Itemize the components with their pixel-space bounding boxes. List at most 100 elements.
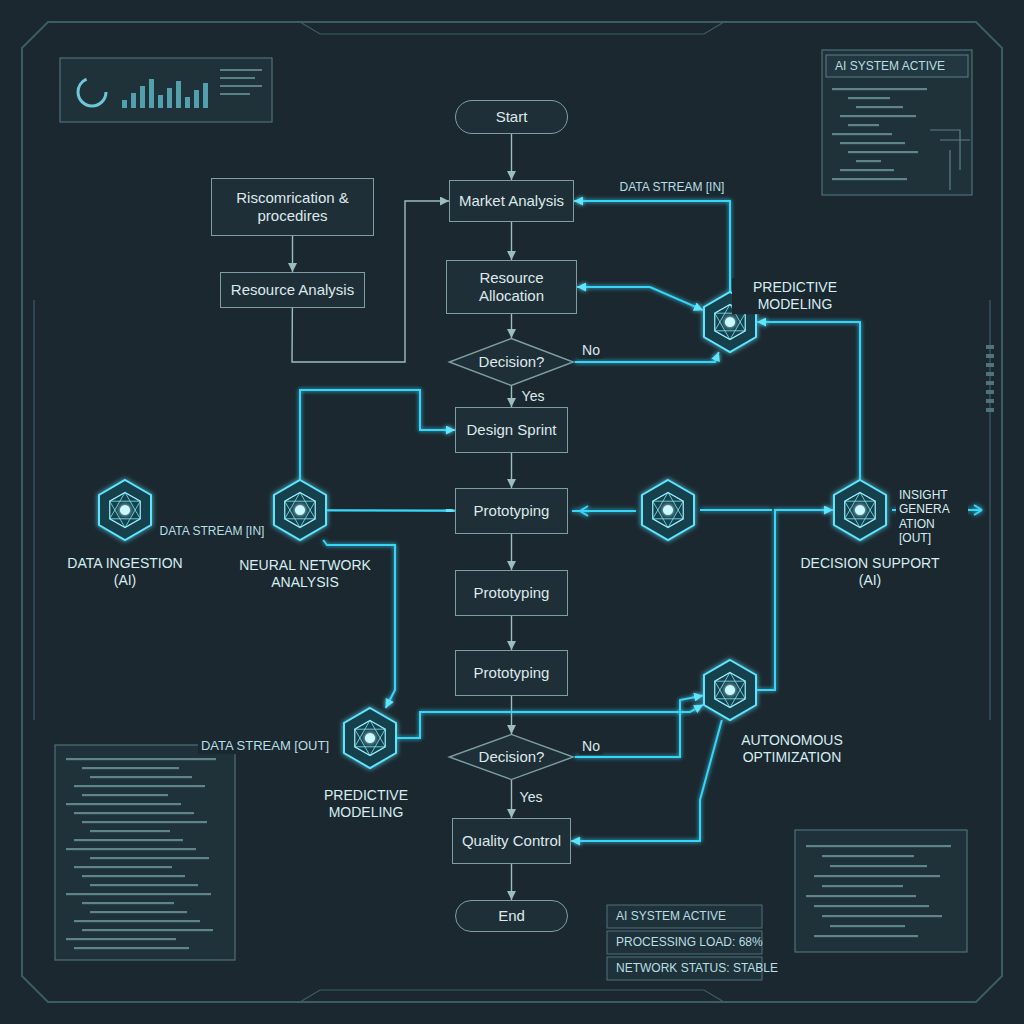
decoration-stroke <box>66 758 216 949</box>
edge-label: DATA STREAM [IN] <box>157 524 268 538</box>
decoration-stroke <box>580 506 588 516</box>
flow-arrow <box>511 386 512 407</box>
hexagon-shape <box>338 706 402 770</box>
decoration-stroke <box>848 97 890 99</box>
data-stream-link <box>574 201 730 292</box>
decoration-stroke <box>704 660 756 720</box>
decoration-stroke <box>66 848 196 850</box>
decoration-stroke <box>834 480 886 540</box>
flow-arrow <box>511 314 512 338</box>
decoration-stroke <box>82 821 207 823</box>
decoration-stroke <box>355 746 385 747</box>
decoration-stroke <box>700 509 772 511</box>
decoration-stroke <box>140 86 145 108</box>
flow-arrow <box>511 134 512 180</box>
decoration-stroke <box>66 893 211 895</box>
decoration-stroke <box>82 767 179 769</box>
hexagon-shape <box>698 658 762 722</box>
decoration-stroke <box>122 70 262 108</box>
decoration-stroke <box>822 50 972 195</box>
decoration-stroke <box>814 875 940 877</box>
decoration-stroke <box>826 55 968 77</box>
decision-diamond: Decision? <box>448 734 575 780</box>
ai-hexagon: AUTONOMOUS OPTIMIZATION <box>698 658 762 722</box>
flow-arrow <box>292 236 293 272</box>
decoration-stroke <box>930 130 970 190</box>
decoration-stroke <box>822 885 903 887</box>
bottom-left-panel <box>55 745 235 960</box>
output-label: INSIGHT GENERA ATION [OUT] <box>896 488 968 546</box>
data-stream-link <box>152 509 273 511</box>
panel-title: AI SYSTEM ACTIVE <box>832 59 948 73</box>
decoration-stroke <box>110 501 140 502</box>
decoration-stroke <box>845 518 875 519</box>
decoration-stroke <box>90 857 209 859</box>
decoration-stroke <box>814 905 929 907</box>
decoration-stroke <box>986 408 994 412</box>
decoration-stroke <box>55 745 235 960</box>
decoration-stroke <box>845 492 875 527</box>
decoration-stroke <box>449 338 573 385</box>
side-ticks <box>986 345 994 412</box>
decoration-stroke <box>642 480 694 540</box>
data-stream-link <box>757 510 833 690</box>
decoration-stroke <box>74 947 189 949</box>
decoration-stroke <box>82 929 213 931</box>
data-stream-link <box>577 287 703 310</box>
decoration-stroke <box>806 845 951 937</box>
decoration-stroke <box>285 518 315 519</box>
node-text: Resource Allocation <box>447 269 576 305</box>
decoration-stroke <box>74 866 172 868</box>
decoration-stroke <box>832 88 927 180</box>
decoration-stroke <box>355 729 385 730</box>
decoration-stroke <box>663 505 673 515</box>
data-stream-link <box>729 352 731 660</box>
decoration-stroke <box>986 399 994 403</box>
flow-arrow <box>511 696 512 734</box>
node-text: Prototyping <box>474 664 550 682</box>
process-box: Prototyping <box>455 570 568 616</box>
decoration-stroke <box>131 93 136 108</box>
node-label: NEURAL NETWORK ANALYSIS <box>232 556 378 592</box>
node-text: Riscomrication & procedires <box>212 189 373 225</box>
decoration-stroke <box>840 142 905 144</box>
flow-arrow <box>511 780 512 818</box>
decoration-stroke <box>90 830 170 832</box>
flow-arrow <box>511 534 512 570</box>
decoration-stroke <box>274 480 326 540</box>
node-text: Prototyping <box>474 584 550 602</box>
decoration-stroke <box>653 492 683 527</box>
decoration-stroke <box>832 133 892 135</box>
decoration-stroke <box>840 169 894 171</box>
decision-diamond: Decision? <box>448 338 575 386</box>
flow-arrow <box>511 222 512 260</box>
edge-label: No <box>579 342 603 359</box>
process-box: Resource Analysis <box>220 272 365 308</box>
node-text: End <box>498 907 525 925</box>
status-text: PROCESSING LOAD: 68% <box>613 935 766 949</box>
decoration-stroke <box>22 22 1002 1002</box>
decoration-stroke <box>90 776 192 778</box>
decoration-stroke <box>795 830 967 952</box>
decoration-stroke <box>74 920 200 922</box>
node-label: AUTONOMOUS OPTIMIZATION <box>724 731 860 767</box>
hexagon-shape <box>93 478 157 542</box>
node-label: PREDICTIVE MODELING <box>303 786 429 822</box>
edge-label: Yes <box>517 789 546 806</box>
decoration-stroke <box>285 501 315 502</box>
terminal-pill: End <box>455 900 568 932</box>
decoration-stroke <box>832 178 907 180</box>
data-stream-link <box>397 705 703 738</box>
decoration-stroke <box>830 925 905 927</box>
decoration-stroke <box>90 884 198 886</box>
decoration-stroke <box>78 78 106 106</box>
decoration-stroke <box>34 300 990 720</box>
data-stream-link <box>327 509 455 512</box>
ai-hexagon: PREDICTIVE MODELING <box>338 706 402 770</box>
ai-hexagon: DECISION SUPPORT (AI) <box>828 478 892 542</box>
ai-hub <box>642 480 694 540</box>
node-text: Market Analysis <box>459 192 564 210</box>
decoration-stroke <box>832 88 927 90</box>
